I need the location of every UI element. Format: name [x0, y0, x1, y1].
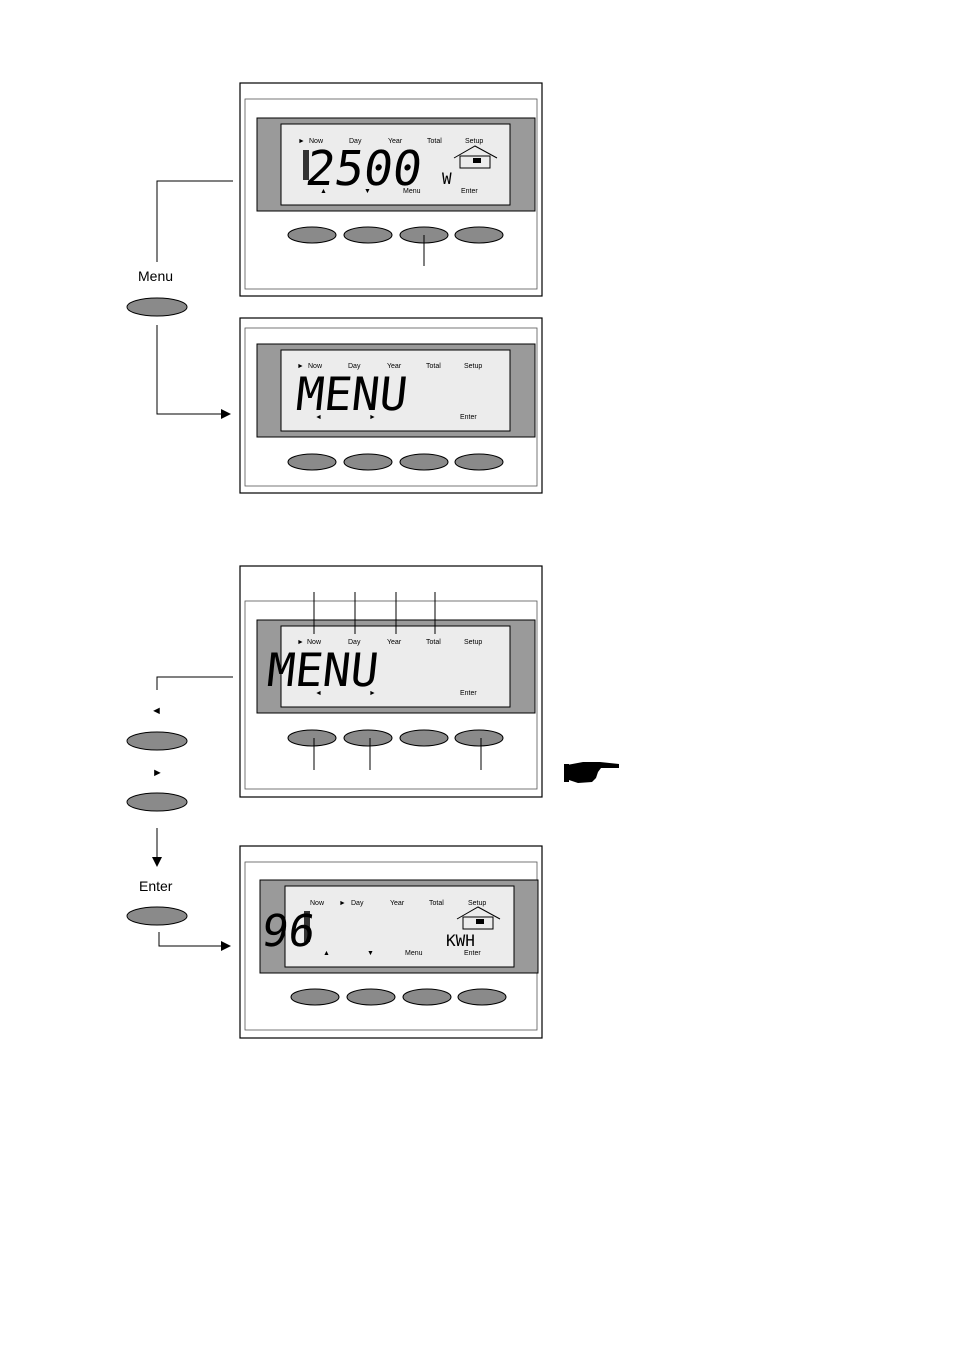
indicator-now: Now — [310, 900, 325, 907]
display-panel-2: ► Now Day Year Total Setup MENU ◄ ► Ente… — [239, 317, 543, 494]
softkey-menu: Menu — [403, 188, 421, 195]
indicator-year: Year — [387, 363, 402, 370]
indicator-arrow: ► — [298, 138, 305, 145]
display-panel-1: ► Now Day Year Total Setup 2500 W ▲ ▼ Me… — [239, 82, 543, 297]
panel-button-4[interactable] — [454, 226, 504, 244]
indicator-setup: Setup — [464, 363, 482, 370]
panel-button-1[interactable] — [290, 988, 340, 1006]
indicator-day: Day — [348, 363, 361, 370]
arrow-to-panel-4 — [158, 932, 231, 951]
indicator-total: Total — [426, 639, 441, 646]
house-plug-icon — [453, 145, 498, 169]
left-button[interactable] — [126, 731, 188, 751]
panel-button-1[interactable] — [287, 729, 337, 747]
main-value: 96 — [259, 906, 319, 957]
softkey-down: ▼ — [364, 188, 371, 195]
softkey-up: ▲ — [323, 950, 330, 957]
main-value: 2500 — [302, 141, 425, 197]
unit: KWH — [446, 931, 475, 950]
indicator-total: Total — [427, 138, 442, 145]
indicator-setup: Setup — [468, 900, 486, 907]
main-value: MENU — [294, 367, 410, 421]
connector-line — [156, 180, 233, 262]
power-bar-graph — [304, 911, 310, 942]
enter-button-label: Enter — [139, 878, 173, 894]
connector-line — [156, 676, 233, 690]
house-plug-icon — [456, 906, 501, 930]
softkey-down: ▼ — [367, 950, 374, 957]
indicator-day: Day — [351, 900, 364, 907]
unit: W — [442, 169, 452, 188]
right-button-label: ► — [152, 767, 163, 779]
power-bar-graph — [303, 150, 309, 180]
panel-button-2[interactable] — [343, 226, 393, 244]
menu-button[interactable] — [126, 297, 188, 317]
softkey-left: ◄ — [315, 414, 322, 421]
panel-button-2[interactable] — [343, 729, 393, 747]
panel-button-3[interactable] — [399, 453, 449, 471]
indicator-now: Now — [308, 363, 323, 370]
indicator-year: Year — [388, 138, 403, 145]
indicator-setup: Setup — [465, 138, 483, 145]
indicator-setup: Setup — [464, 639, 482, 646]
softkey-up: ▲ — [320, 188, 327, 195]
indicator-arrow: ► — [339, 900, 346, 907]
softkey-enter: Enter — [460, 690, 477, 697]
panel-button-4[interactable] — [454, 729, 504, 747]
softkey-enter: Enter — [464, 950, 481, 957]
softkey-right: ► — [369, 690, 376, 697]
softkey-left: ◄ — [315, 690, 322, 697]
indicator-day: Day — [348, 639, 361, 646]
softkey-enter: Enter — [460, 414, 477, 421]
softkey-menu: Menu — [405, 950, 423, 957]
indicator-year: Year — [387, 639, 402, 646]
indicator-day: Day — [349, 138, 362, 145]
indicator-total: Total — [426, 363, 441, 370]
indicator-total: Total — [429, 900, 444, 907]
softkey-right: ► — [369, 414, 376, 421]
panel-button-1[interactable] — [287, 453, 337, 471]
panel-button-2[interactable] — [343, 453, 393, 471]
indicator-arrow: ► — [297, 363, 304, 370]
panel-button-3[interactable] — [399, 729, 449, 747]
pointing-hand-icon — [564, 762, 619, 783]
softkey-enter: Enter — [461, 188, 478, 195]
main-value: MENU — [265, 643, 381, 697]
indicator-now: Now — [307, 639, 322, 646]
indicator-now: Now — [309, 138, 324, 145]
display-panel-4: Now ► Day Year Total Setup 96 KWH ▲ ▼ Me… — [239, 845, 543, 1039]
panel-button-3[interactable] — [402, 988, 452, 1006]
menu-button-label: Menu — [138, 268, 173, 284]
indicator-year: Year — [390, 900, 405, 907]
indicator-arrow: ► — [297, 639, 304, 646]
right-button[interactable] — [126, 792, 188, 812]
arrow-to-panel-2 — [156, 325, 231, 419]
enter-button[interactable] — [126, 906, 188, 926]
left-button-label: ◄ — [151, 705, 162, 717]
panel-button-4[interactable] — [454, 453, 504, 471]
panel-button-1[interactable] — [287, 226, 337, 244]
panel-button-2[interactable] — [346, 988, 396, 1006]
display-panel-3: ► Now Day Year Total Setup MENU ◄ ► Ente… — [239, 565, 543, 798]
panel-button-4[interactable] — [457, 988, 507, 1006]
